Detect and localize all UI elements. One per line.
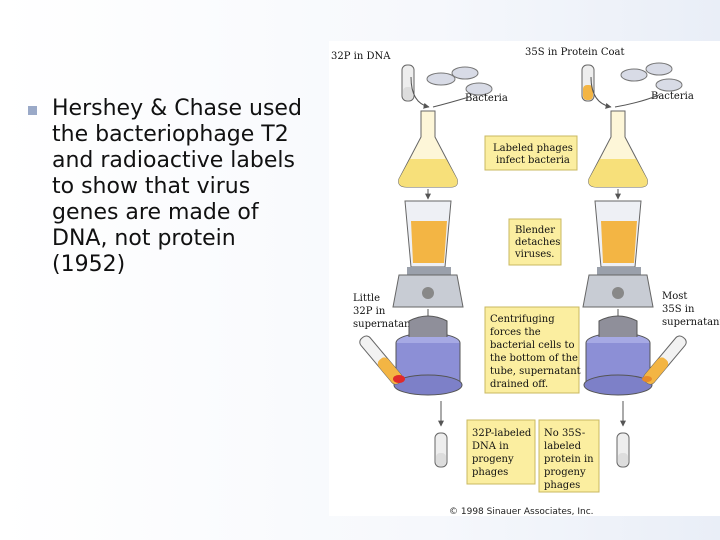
left-centrifuge-icon xyxy=(393,315,463,396)
svg-text:drained off.: drained off. xyxy=(490,379,548,390)
hershey-chase-figure: 32P in DNA 35S in Protein Coat Bacteria xyxy=(329,41,720,516)
svg-text:No 35S-: No 35S- xyxy=(544,428,585,439)
callout-infect: Labeled phages infect bacteria xyxy=(484,135,578,171)
svg-text:phages: phages xyxy=(472,467,508,478)
svg-text:32P-labeled: 32P-labeled xyxy=(472,428,532,439)
most-label: Most 35S in supernatant xyxy=(662,291,720,328)
svg-text:phages: phages xyxy=(544,480,580,491)
svg-text:progeny: progeny xyxy=(472,454,514,465)
svg-text:infect bacteria: infect bacteria xyxy=(496,155,570,166)
left-title: 32P in DNA xyxy=(331,51,391,62)
svg-text:labeled: labeled xyxy=(544,441,582,452)
svg-text:detaches: detaches xyxy=(515,237,560,248)
bullet-square-icon xyxy=(28,106,37,115)
right-tube-icon xyxy=(581,64,595,102)
callout-protein: No 35S- labeled protein in progeny phage… xyxy=(538,419,600,493)
svg-text:Little: Little xyxy=(353,293,380,304)
svg-text:supernatant: supernatant xyxy=(353,319,415,330)
svg-text:Most: Most xyxy=(662,291,687,302)
right-centrifuge-icon xyxy=(583,315,653,396)
left-tube-tilted-icon xyxy=(359,335,405,385)
left-flask-icon xyxy=(398,110,458,188)
right-title: 35S in Protein Coat xyxy=(525,47,625,58)
svg-text:Blender: Blender xyxy=(515,225,555,236)
right-bottom-tube-icon xyxy=(616,432,630,468)
svg-text:DNA in: DNA in xyxy=(472,441,509,452)
svg-text:protein in: protein in xyxy=(544,454,594,465)
callout-dna: 32P-labeled DNA in progeny phages xyxy=(466,419,536,485)
svg-text:35S in: 35S in xyxy=(662,304,695,315)
svg-text:viruses.: viruses. xyxy=(514,249,554,260)
svg-text:tube, supernatant: tube, supernatant xyxy=(490,366,581,377)
svg-text:Labeled phages: Labeled phages xyxy=(493,143,573,154)
bullet-text: Hershey & Chase used the bacteriophage T… xyxy=(52,96,302,277)
left-bacteria-icon xyxy=(426,66,493,96)
svg-text:the bottom of the: the bottom of the xyxy=(490,353,578,364)
bacteria-right-label: Bacteria xyxy=(651,91,694,102)
left-blender-icon xyxy=(392,200,464,308)
right-tube-tilted-icon xyxy=(642,335,687,385)
copyright: © 1998 Sinauer Associates, Inc. xyxy=(449,507,594,516)
svg-text:supernatant: supernatant xyxy=(662,317,720,328)
svg-text:forces the: forces the xyxy=(490,327,541,338)
svg-text:bacterial cells to: bacterial cells to xyxy=(490,340,574,351)
left-bottom-tube-icon xyxy=(434,432,448,468)
right-flask-icon xyxy=(588,110,648,188)
right-bacteria-icon xyxy=(620,62,683,92)
little-label: Little 32P in supernatant xyxy=(353,293,415,330)
experiment-diagram: 32P in DNA 35S in Protein Coat Bacteria xyxy=(331,47,720,516)
callout-blender: Blender detaches viruses. xyxy=(508,218,562,266)
left-tube-icon xyxy=(401,64,415,102)
svg-text:32P in: 32P in xyxy=(353,306,386,317)
right-blender-icon xyxy=(582,200,654,308)
bacteria-left-label: Bacteria xyxy=(465,93,508,104)
callout-centrifuge: Centrifuging forces the bacterial cells … xyxy=(484,306,581,394)
svg-text:progeny: progeny xyxy=(544,467,586,478)
svg-text:Centrifuging: Centrifuging xyxy=(490,314,555,325)
